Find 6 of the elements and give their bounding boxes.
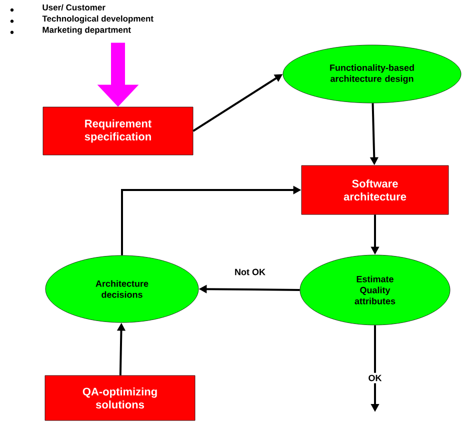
- process-box: Software architecture: [301, 165, 449, 215]
- bullet-list: User/ Customer Technological development Marketing department: [42, 4, 154, 35]
- edge-label: Not OK: [232, 266, 268, 278]
- process-box: Requirement specification: [42, 106, 194, 156]
- edge-label: OK: [366, 372, 384, 384]
- process-box: QA-optimizing solutions: [44, 375, 196, 421]
